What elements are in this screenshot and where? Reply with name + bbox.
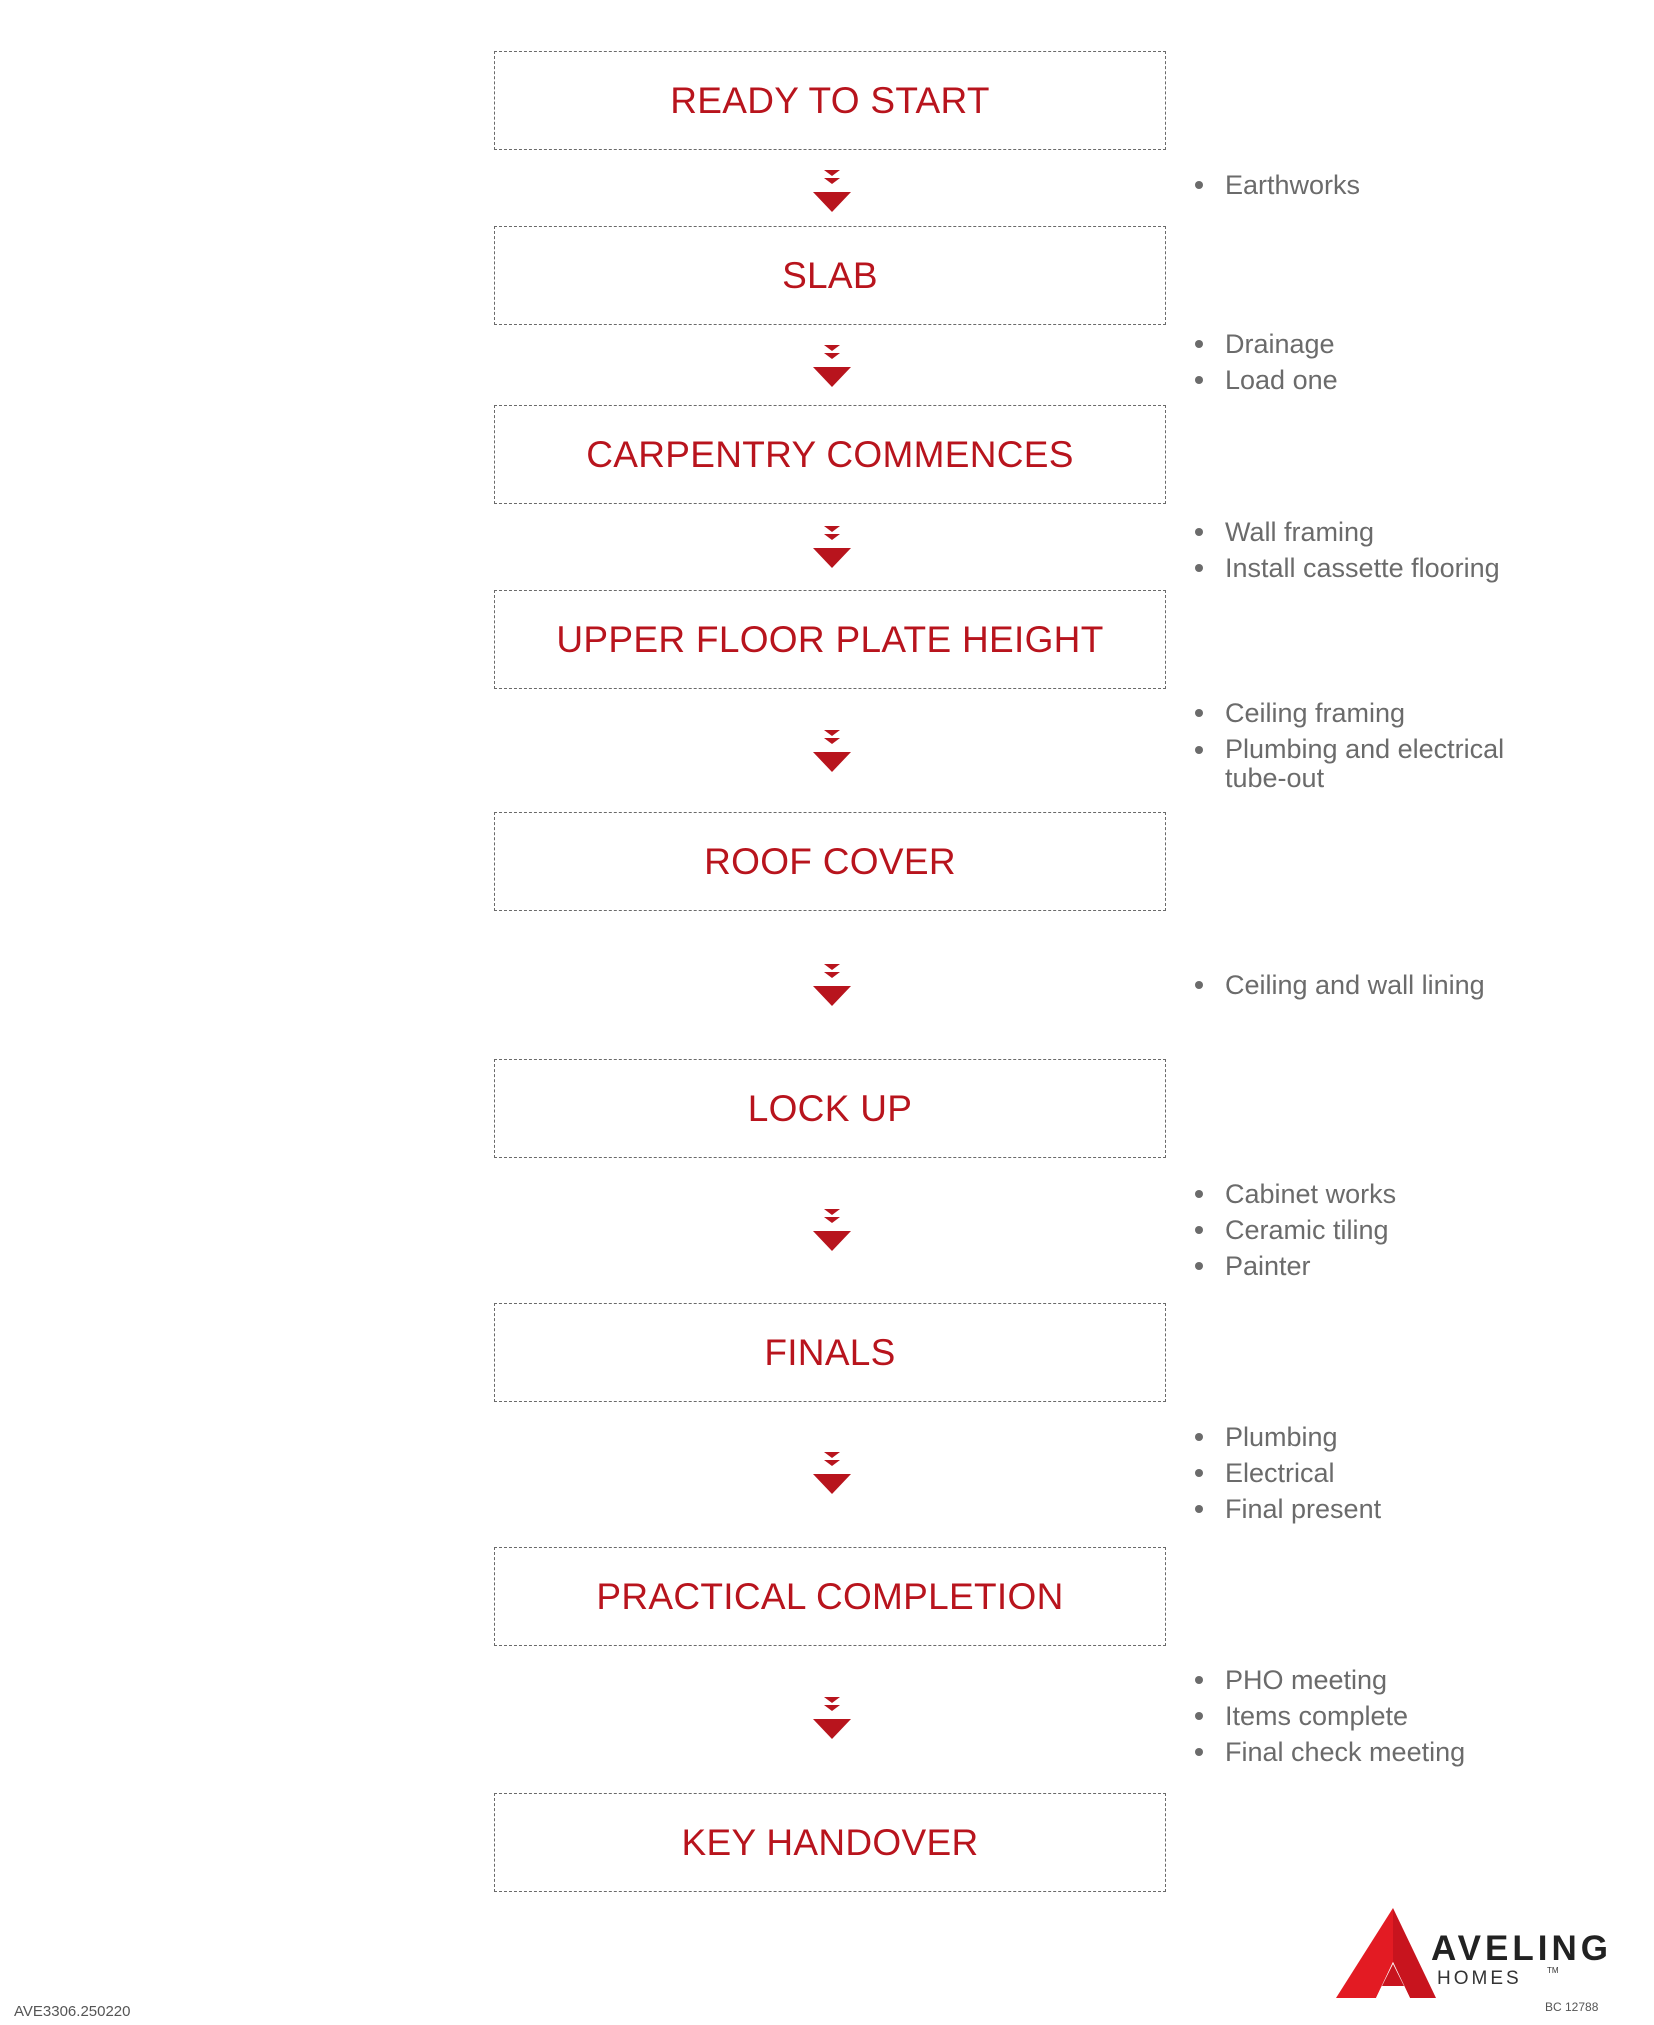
stage-carpentry-commences: CARPENTRY COMMENCES [494, 405, 1166, 504]
stage-lock-up: LOCK UP [494, 1059, 1166, 1158]
chevron-down-arrow-icon [813, 1452, 851, 1494]
stage-finals: FINALS [494, 1303, 1166, 1402]
stage-upper-floor-plate-height: UPPER FLOOR PLATE HEIGHT [494, 590, 1166, 689]
stage-label: CARPENTRY COMMENCES [586, 433, 1074, 475]
aveling-a-logo-icon [1336, 1908, 1436, 1998]
brand-subtitle: HOMES [1437, 1968, 1522, 1989]
stage-label: UPPER FLOOR PLATE HEIGHT [556, 618, 1104, 660]
task-item: Plumbing and electrical tube-out [1192, 735, 1525, 793]
task-item: Cabinet works [1192, 1176, 1396, 1212]
chevron-down-arrow-icon [813, 345, 851, 387]
task-item: Plumbing [1192, 1419, 1381, 1455]
stage-key-handover: KEY HANDOVER [494, 1793, 1166, 1892]
trademark: TM [1547, 1966, 1559, 1975]
task-item: Wall framing [1192, 514, 1500, 550]
task-list: PHO meeting Items complete Final check m… [1192, 1662, 1465, 1770]
task-item: Final present [1192, 1491, 1381, 1527]
task-list: Earthworks [1192, 167, 1360, 203]
chevron-down-arrow-icon [813, 1697, 851, 1739]
task-list: Wall framing Install cassette flooring [1192, 514, 1500, 586]
stage-ready-to-start: READY TO START [494, 51, 1166, 150]
license-number: BC 12788 [1545, 2000, 1599, 2014]
stage-label: FINALS [764, 1331, 896, 1373]
task-item: Earthworks [1192, 167, 1360, 203]
stage-label: SLAB [782, 254, 878, 296]
document-code: AVE3306.250220 [14, 2003, 131, 2020]
chevron-down-arrow-icon [813, 1209, 851, 1251]
task-item: Ceiling and wall lining [1192, 967, 1485, 1003]
task-item: Load one [1192, 362, 1338, 398]
task-list: Ceiling and wall lining [1192, 967, 1485, 1003]
task-item: Ceramic tiling [1192, 1212, 1396, 1248]
task-item: Items complete [1192, 1698, 1465, 1734]
task-item: Final check meeting [1192, 1734, 1465, 1770]
stage-label: READY TO START [670, 79, 990, 121]
chevron-down-arrow-icon [813, 170, 851, 212]
task-item: Electrical [1192, 1455, 1381, 1491]
task-list: Plumbing Electrical Final present [1192, 1419, 1381, 1527]
stage-roof-cover: ROOF COVER [494, 812, 1166, 911]
task-item: PHO meeting [1192, 1662, 1465, 1698]
task-list: Ceiling framing Plumbing and electrical … [1192, 695, 1525, 793]
stage-label: LOCK UP [747, 1087, 913, 1129]
chevron-down-arrow-icon [813, 964, 851, 1006]
stage-practical-completion: PRACTICAL COMPLETION [494, 1547, 1166, 1646]
task-list: Cabinet works Ceramic tiling Painter [1192, 1176, 1396, 1284]
brand-logo: AVELING HOMES TM [1336, 1902, 1636, 2002]
task-list: Drainage Load one [1192, 326, 1338, 398]
stage-label: KEY HANDOVER [681, 1821, 979, 1863]
task-item: Ceiling framing [1192, 695, 1525, 731]
chevron-down-arrow-icon [813, 526, 851, 568]
stage-label: PRACTICAL COMPLETION [596, 1575, 1064, 1617]
stage-label: ROOF COVER [704, 840, 956, 882]
task-item: Install cassette flooring [1192, 550, 1500, 586]
brand-name: AVELING [1431, 1929, 1612, 1968]
task-item: Drainage [1192, 326, 1338, 362]
task-item: Painter [1192, 1248, 1396, 1284]
stage-slab: SLAB [494, 226, 1166, 325]
chevron-down-arrow-icon [813, 730, 851, 772]
